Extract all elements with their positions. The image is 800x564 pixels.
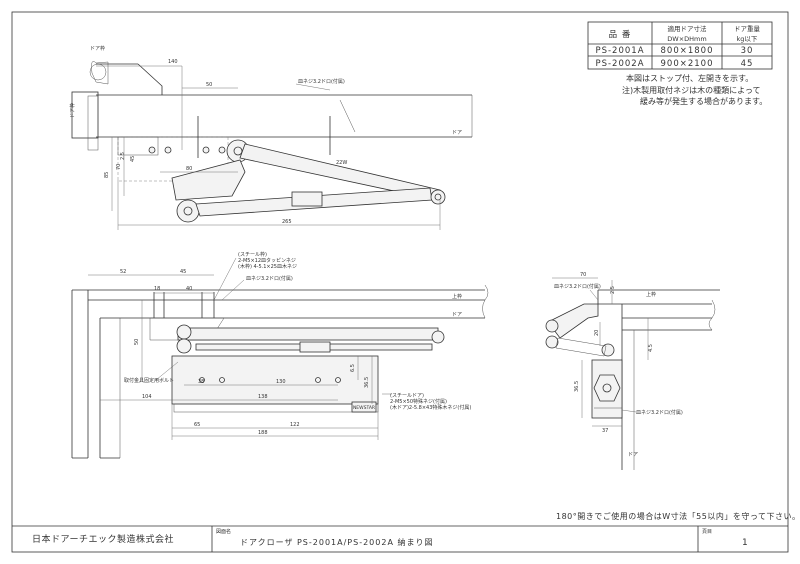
note-line-2: 注)木製用取付ネジは木の種類によって [622, 85, 760, 95]
table-row-2-model: PS-2002A [595, 59, 644, 69]
side-dim-36-5: 36.5 [574, 381, 580, 392]
table-header-door-size-unit: DW×DHmm [667, 35, 706, 43]
top-dim-22w: 22W [336, 160, 347, 166]
front-frame-label: 上枠 [452, 293, 462, 300]
top-view: ドア 140 50 80 265 85 [69, 45, 473, 230]
top-screw-label: 皿ネジ3.2ドロ(付属) [298, 78, 345, 85]
front-dim-36-5: 36.5 [364, 377, 370, 388]
top-dim-80: 80 [186, 166, 192, 172]
drawing-name-label: 図面名 [216, 528, 231, 535]
front-view: 上枠 ドア NEWSTAR 52 45 18 40 50 [71, 251, 489, 459]
side-frame-label: 上枠 [646, 291, 656, 298]
front-dim-45: 45 [180, 269, 186, 275]
company-name: 日本ドアーチエック製造株式会社 [32, 533, 174, 545]
front-dim-38: 38 [198, 379, 204, 385]
sheet-number: 1 [742, 538, 748, 548]
front-door-screw-2: (木ドア)2-5.8×43特殊木ネジ(付属) [390, 404, 471, 411]
top-dim-45: 45 [130, 156, 136, 162]
side-dim-2-5: 2.5 [610, 286, 616, 294]
front-dim-122: 122 [290, 422, 300, 428]
top-frame-side-label: ドア枠 [69, 103, 76, 118]
front-door-steel-label: (スチールドア) [390, 393, 424, 399]
drawing-name: ドアクローザ PS-2001A/PS-2002A 納まり図 [240, 537, 433, 547]
table-row-2-size: 900×2100 [661, 59, 714, 69]
table-row-2-weight: 45 [741, 59, 754, 69]
side-view: 上枠 ドア 70 2.5 36.5 37 20 4.5 皿ネジ3.2ドロ(付属)… [545, 272, 720, 470]
front-dim-65: 65 [194, 422, 200, 428]
table-header-door-size: 適用ドア寸法 [668, 24, 708, 33]
note-line-1: 本図はストップ付、左開きを示す。 [626, 73, 753, 83]
top-dim-70: 70 [116, 164, 122, 170]
side-dim-4-5: 4.5 [648, 344, 654, 352]
side-dim-20: 20 [594, 330, 600, 336]
side-dim-37: 37 [602, 428, 608, 434]
sheet-label: 頁目 [702, 529, 712, 535]
front-dim-6-5: 6.5 [350, 364, 356, 372]
front-screw-note-2: (木枠) 4-5.1×25皿木ネジ [238, 263, 297, 270]
front-screw-note-1: 2-M5×12皿タッピンネジ [238, 257, 296, 264]
front-bracket-label: 取付金具固定用ボルト [124, 377, 174, 384]
front-door-label: ドア [452, 312, 462, 318]
table-row-1-weight: 30 [741, 46, 754, 56]
side-dim-70: 70 [580, 272, 586, 278]
spec-table: 品 番 適用ドア寸法 DW×DHmm ドア重量 kg以下 PS-2001A 80… [587, 21, 773, 70]
top-dim-85: 85 [104, 172, 110, 178]
front-dim-104: 104 [142, 394, 152, 400]
sheet-border [11, 11, 789, 553]
front-nameplate: NEWSTAR [353, 405, 375, 411]
top-door-label: ドア [452, 130, 462, 136]
title-block [12, 525, 788, 552]
top-dim-140: 140 [168, 59, 178, 65]
side-door-label: ドア [628, 452, 638, 458]
front-dim-138: 138 [258, 394, 268, 400]
side-screw-label-2: 皿ネジ3.2ドロ(付属) [636, 409, 683, 416]
side-screw-label: 皿ネジ3.2ドロ(付属) [554, 283, 601, 290]
table-header-weight-unit: kg以下 [737, 35, 758, 43]
top-dim-265: 265 [282, 219, 292, 225]
front-door-screw-1: 2-M5×50特殊ネジ(付属) [390, 398, 447, 405]
table-row-1-model: PS-2001A [595, 46, 644, 56]
note-line-3: 緩み等が発生する場合があります。 [640, 96, 767, 106]
bottom-note: 180°開きでご使用の場合はW寸法「55以内」を守って下さい。 [556, 511, 800, 521]
table-row-1-size: 800×1800 [661, 46, 714, 56]
front-dim-52: 52 [120, 269, 126, 275]
front-dim-50: 50 [134, 339, 140, 345]
top-dim-50: 50 [206, 82, 212, 88]
front-dim-130: 130 [276, 379, 286, 385]
front-steel-label: (スチール枠) [238, 251, 267, 258]
front-dim-40: 40 [186, 286, 192, 292]
front-dim-18: 18 [154, 286, 160, 292]
front-dim-188: 188 [258, 430, 268, 436]
front-screw-label: 皿ネジ3.2ドロ(付属) [246, 275, 293, 282]
table-header-weight: ドア重量 [734, 25, 761, 33]
table-header-model: 品 番 [609, 29, 632, 40]
top-dim-2-5: 2.5 [120, 152, 126, 160]
top-frame-label: ドア枠 [90, 45, 105, 52]
